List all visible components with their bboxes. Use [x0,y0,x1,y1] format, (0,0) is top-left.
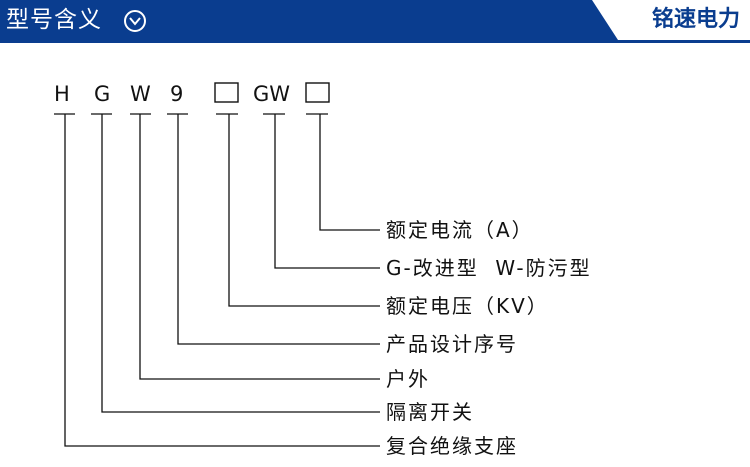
code-part-current-box [305,82,330,103]
connector-9 [177,114,380,345]
title-stripe [0,40,750,43]
meaning-design-serial: 产品设计序号 [386,332,518,356]
meaning-improved-antifouling: G-改进型 W-防污型 [386,256,592,280]
model-meaning-diagram: H G W 9 GW 额定电流（A） G-改进型 W-防污型 额定电压（KV） … [54,82,592,458]
page-title: 型号含义 [6,7,102,33]
title-bar [0,0,618,40]
meaning-disconnector: 隔离开关 [386,400,474,424]
code-part-w: W [130,82,151,106]
connector-h [64,114,380,447]
chevron-down-circle-icon[interactable] [123,9,147,33]
code-part-9: 9 [170,82,183,106]
connector-current [319,114,380,231]
meaning-rated-current: 额定电流（A） [386,218,534,242]
connector-voltage [228,114,380,307]
meaning-composite-insulator: 复合绝缘支座 [386,434,518,458]
code-part-g: G [94,82,110,106]
connector-gw [274,114,380,269]
meaning-outdoor: 户外 [386,367,430,391]
connector-g [101,114,380,413]
connector-w [139,114,380,380]
header: 型号含义 铭速电力 [0,0,750,46]
brand-name: 铭速电力 [651,7,740,32]
code-part-voltage-box [214,82,239,103]
meaning-rated-voltage: 额定电压（KV） [386,294,549,318]
code-part-h: H [54,82,70,106]
code-part-gw: GW [253,82,290,106]
